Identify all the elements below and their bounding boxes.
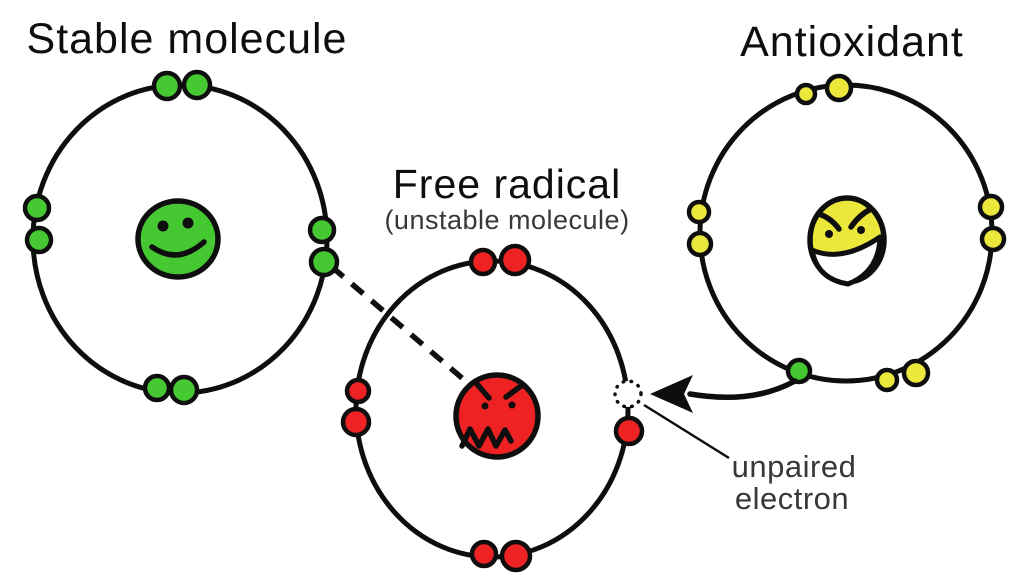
left-eye [825,230,833,238]
stable-molecule-title: Stable molecule [27,15,348,63]
electron [874,367,900,393]
donation-arrow-head [650,375,693,413]
right-eye [182,217,194,229]
antioxidant-electron-pair-right [977,193,1007,253]
unpaired-electron-label-line1: unpaired [732,449,857,484]
electron [901,358,931,388]
left-eye [481,402,489,410]
left-eye [157,220,169,232]
right-sly-brow [848,206,874,230]
free-radical-title: Free radical [393,161,621,207]
left-sly-brow [816,211,842,232]
free-radical-molecule [340,243,645,573]
electron [151,70,183,102]
empty-electron-slot-dotted [613,379,643,409]
stable-electron-pair-left [22,193,54,255]
stable-electron-pair-bottom [142,373,200,406]
antioxidant-electron-pair-top [794,73,854,106]
electron [469,539,499,569]
right-eye [508,401,516,409]
nucleus [135,198,221,280]
electron [499,539,533,573]
unpaired-electron [613,415,645,447]
electron [794,82,818,106]
antioxidant-molecule [686,73,1007,393]
electron [686,199,712,225]
stable-electron-pair-right [307,215,340,278]
electron [344,377,372,405]
radical-electron-pair-bottom [469,539,533,573]
electron [824,73,854,103]
electron [977,193,1005,221]
smile-mouth [149,239,207,258]
annotation-pointer-line [643,403,730,460]
electron [181,69,213,101]
shared-electron-dashed-bond [330,264,471,387]
antioxidant-electron-pair-bottom [874,358,931,393]
electron [22,193,52,223]
electron [142,373,172,403]
electron [468,247,498,277]
donated-green-electron [785,357,813,385]
electron [307,215,337,245]
right-eye [857,226,865,234]
electron [979,225,1007,253]
stable-nucleus-happy-face [135,198,221,280]
radical-nucleus-angry-face [453,372,541,460]
antioxidant-electron-pair-left [686,199,714,258]
donation-arrow-curve [687,378,798,401]
electron [340,406,372,438]
left-angry-brow [474,381,492,401]
electron [24,225,54,255]
stable-molecule [22,69,471,406]
electron [168,374,200,406]
stable-electron-pair-top [151,69,213,102]
electron [308,246,340,278]
electron-donation-arrow [643,375,798,460]
electron [498,243,532,277]
right-angry-brow [503,383,524,400]
antioxidant-nucleus-grinning-face [807,195,887,287]
electron [686,230,714,258]
radical-electron-pair-top [468,243,532,277]
open-grin-mouth [809,234,883,287]
unpaired-electron-label-line2: electron [735,481,849,516]
radical-electron-pair-left [340,377,372,438]
zigzag-mouth [459,426,514,449]
free-radical-subtitle: (unstable molecule) [384,205,629,235]
antioxidant-title: Antioxidant [740,18,964,66]
